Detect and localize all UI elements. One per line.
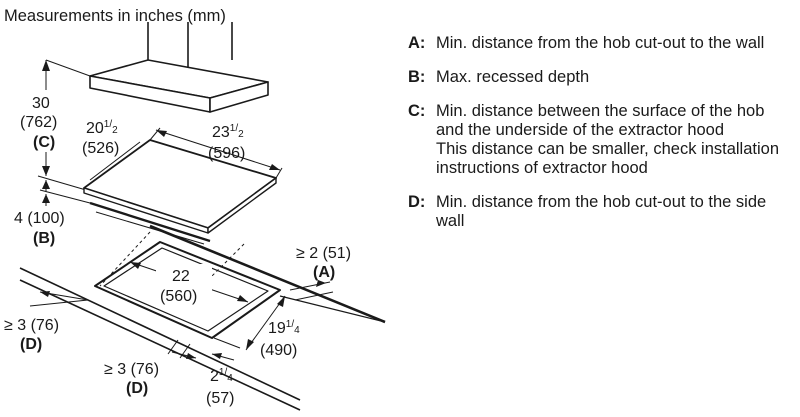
side-distance-front-label: ≥ 3 (76) xyxy=(104,361,159,378)
legend-text: Min. distance between the surface of the… xyxy=(436,102,765,139)
hob-cutout xyxy=(94,241,281,339)
hood-height-label: 30 xyxy=(32,95,50,112)
side-distance-front-key-label: (D) xyxy=(126,380,148,397)
wall-distance-key-label: (A) xyxy=(313,264,335,281)
hob-dimension-lines xyxy=(89,127,283,181)
legend: A: Min. distance from the hob cut-out to… xyxy=(408,34,793,246)
cutout-width-mm-label: (560) xyxy=(160,288,197,305)
legend-text: Min. distance from the hob cut-out to th… xyxy=(436,193,767,230)
hob-plate xyxy=(83,139,277,245)
wall-distance-label: ≥ 2 (51) xyxy=(296,245,351,262)
recess-depth-dimension xyxy=(39,180,91,206)
side-distance-left-label: ≥ 3 (76) xyxy=(4,317,59,334)
diagram-title: Measurements in inches (mm) xyxy=(4,7,226,25)
legend-text: Max. recessed depth xyxy=(436,68,590,86)
legend-item-a: A: Min. distance from the hob cut-out to… xyxy=(408,34,793,53)
legend-item-b: B: Max. recessed depth xyxy=(408,68,793,87)
hob-width-mm-label: (596) xyxy=(208,145,245,162)
cutout-width-label-bg xyxy=(156,264,212,308)
legend-text: Min. distance from the hob cut-out to th… xyxy=(436,34,765,52)
legend-item-c: C: Min. distance between the surface of … xyxy=(408,102,793,178)
cutout-depth-label: 191/4 xyxy=(268,319,300,337)
legend-key: B: xyxy=(408,68,426,86)
wall-distance-dimension xyxy=(289,280,334,301)
recess-depth-key-label: (B) xyxy=(33,230,55,247)
legend-text-block: Min. distance between the surface of the… xyxy=(436,102,793,178)
side-distance-left-dimension xyxy=(29,291,89,307)
legend-key: A: xyxy=(408,34,426,52)
recess-depth-label: 4 (100) xyxy=(14,210,65,227)
cutout-depth-mm-label: (490) xyxy=(260,342,297,359)
front-dimensions xyxy=(167,339,235,361)
side-distance-left-key-label: (D) xyxy=(20,336,42,353)
worktop xyxy=(19,224,386,411)
hob-depth-label: 201/2 xyxy=(86,119,118,137)
hood-height-mm-label: (762) xyxy=(20,114,57,131)
cutout-depth-dimension xyxy=(213,295,286,351)
legend-key: C: xyxy=(408,102,426,120)
hob-width-label: 231/2 xyxy=(212,123,244,141)
legend-item-d: D: Min. distance from the hob cut-out to… xyxy=(408,193,793,231)
extractor-hood xyxy=(89,22,269,113)
legend-note: This distance can be smaller, check inst… xyxy=(436,140,780,177)
front-margin-mm-label: (57) xyxy=(206,390,234,407)
hood-height-key-label: (C) xyxy=(33,134,55,151)
hob-depth-mm-label: (526) xyxy=(82,140,119,157)
front-margin-label: 21/4 xyxy=(210,367,233,385)
hood-height-dimension xyxy=(37,59,91,191)
legend-key: D: xyxy=(408,193,426,211)
cutout-width-label: 22 xyxy=(172,268,190,285)
